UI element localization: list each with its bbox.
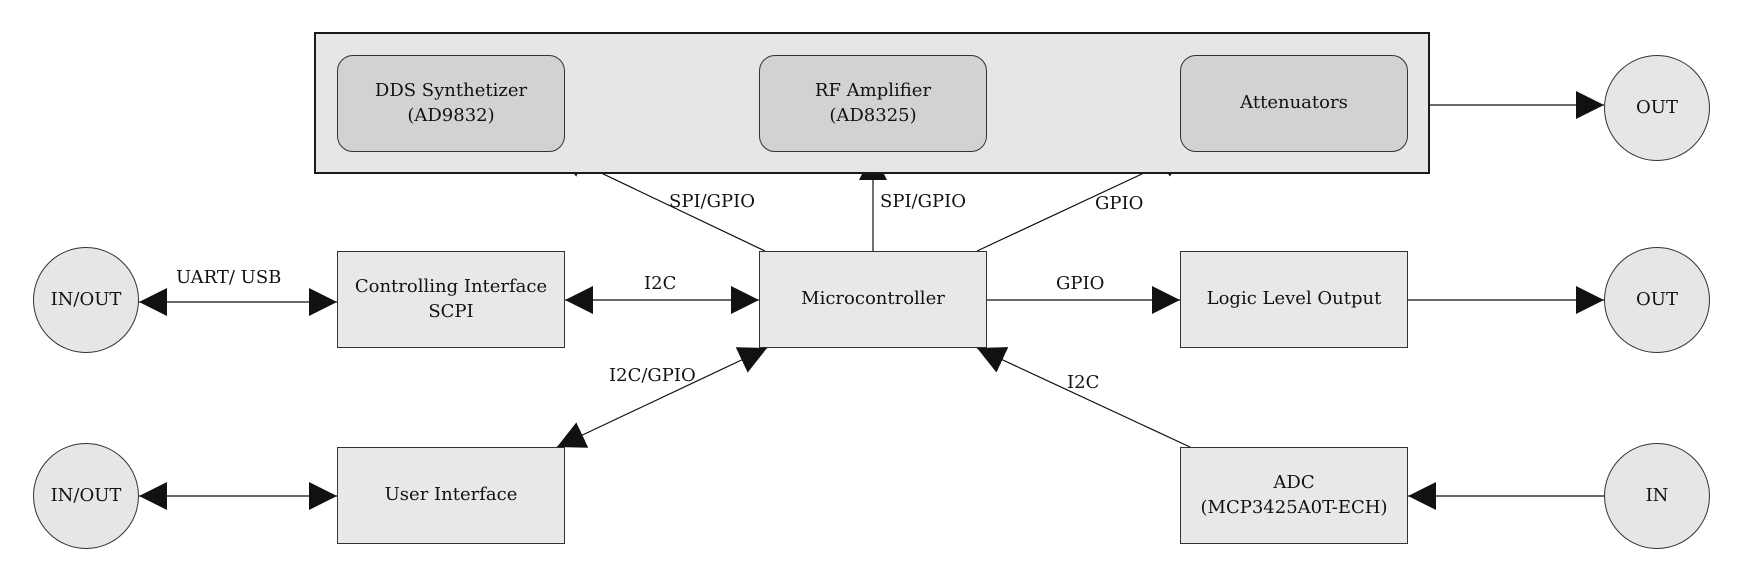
attenuators-block: Attenuators — [1180, 55, 1408, 152]
edge-label-ctrl-mcu: I2C — [644, 273, 677, 294]
edge-label-ui-mcu: I2C/GPIO — [609, 365, 696, 386]
out-top-label: OUT — [1636, 96, 1678, 118]
attenuators-label: Attenuators — [1240, 92, 1348, 114]
controlling-interface-block: Controlling Interface SCPI — [337, 251, 565, 348]
edge-ui-mcu — [556, 347, 768, 448]
edge-label-adc-mcu: I2C — [1067, 372, 1100, 393]
edge-label-mcu-rfamp: SPI/GPIO — [880, 191, 966, 212]
rf-amplifier-block: RF Amplifier (AD8325) — [759, 55, 987, 152]
inout-bottom-terminal: IN/OUT — [33, 443, 139, 549]
microcontroller-block: Microcontroller — [759, 251, 987, 348]
edge-label-inout-ctrl: UART/ USB — [176, 267, 282, 288]
user-interface-label: User Interface — [384, 484, 518, 506]
edge-label-mcu-logic: GPIO — [1056, 273, 1105, 294]
logic-level-output-label: Logic Level Output — [1206, 288, 1382, 310]
in-bottom-terminal: IN — [1604, 443, 1710, 549]
adc-label: ADC (MCP3425A0T-ECH) — [1200, 472, 1388, 518]
in-bottom-label: IN — [1645, 484, 1669, 506]
user-interface-block: User Interface — [337, 447, 565, 544]
edge-label-mcu-dds: SPI/GPIO — [669, 191, 755, 212]
out-mid-label: OUT — [1636, 288, 1678, 310]
dds-synthesizer-block: DDS Synthetizer (AD9832) — [337, 55, 565, 152]
out-mid-terminal: OUT — [1604, 247, 1710, 353]
adc-block: ADC (MCP3425A0T-ECH) — [1180, 447, 1408, 544]
dds-synthesizer-label: DDS Synthetizer (AD9832) — [374, 80, 528, 126]
edge-label-mcu-atten: GPIO — [1095, 193, 1144, 214]
controlling-interface-label: Controlling Interface SCPI — [354, 276, 548, 322]
inout-mid-terminal: IN/OUT — [33, 247, 139, 353]
inout-mid-label: IN/OUT — [50, 288, 122, 310]
edge-adc-mcu — [976, 347, 1191, 448]
logic-level-output-block: Logic Level Output — [1180, 251, 1408, 348]
rf-amplifier-label: RF Amplifier (AD8325) — [814, 80, 932, 126]
out-top-terminal: OUT — [1604, 55, 1710, 161]
inout-bottom-label: IN/OUT — [50, 484, 122, 506]
microcontroller-label: Microcontroller — [801, 288, 945, 310]
